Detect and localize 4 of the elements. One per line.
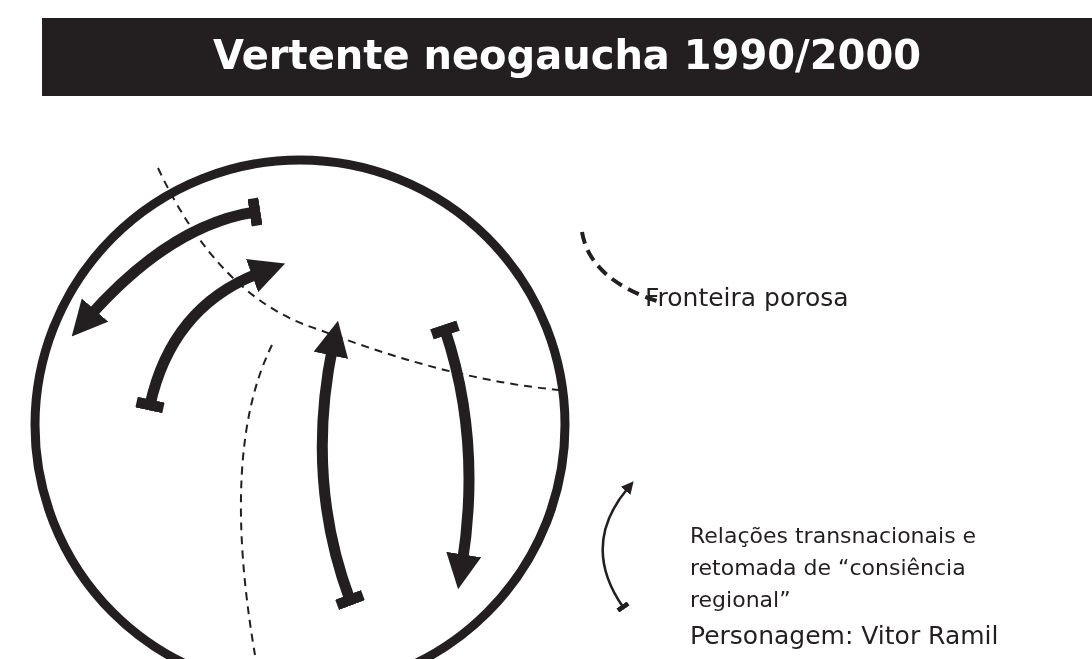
title: Vertente neogaucha 1990/2000 [212, 32, 922, 78]
legend-text: Fronteira porosa [645, 282, 849, 314]
legend-text: Relações transnacionais e retomada de “consiência regional” [690, 522, 978, 614]
note-text: Personagem: Vitor Ramil [690, 620, 999, 652]
